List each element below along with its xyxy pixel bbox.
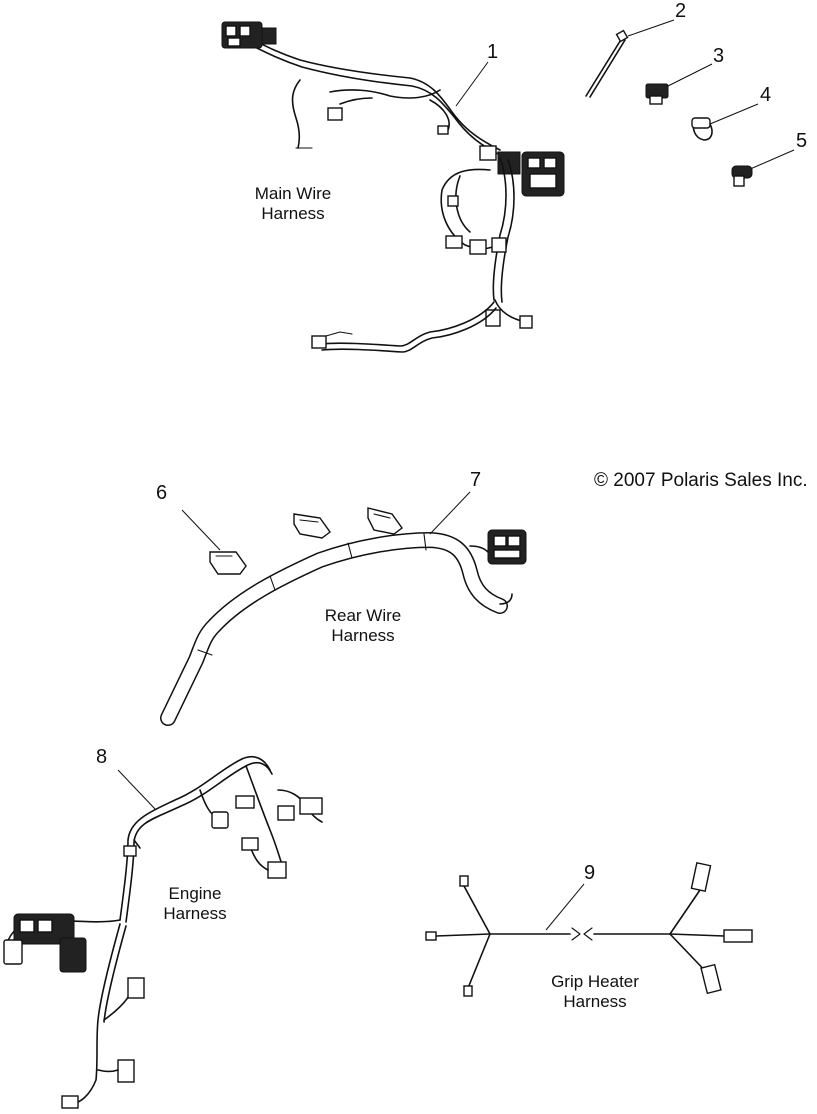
callout-4-leader [709,103,759,125]
engine-harness-label-line2: Harness [163,904,227,923]
main-wire-harness-label-line1: Main Wire [254,184,332,203]
callout-6-leader [181,509,221,551]
engine-harness-drawing [3,755,323,1109]
callout-2-leader [627,19,675,37]
rear-wire-harness-label: Rear Wire Harness [307,606,419,646]
callout-5: 5 [796,130,808,152]
callout-1-leader [455,61,489,107]
callout-9: 9 [584,862,596,884]
callout-2: 2 [675,0,687,22]
main-wire-harness-drawing [221,21,565,353]
callout-8: 8 [96,746,108,768]
grip-heater-harness-label-line1: Grip Heater [551,972,639,991]
connector-3-drawing [645,83,669,105]
callout-9-leader [545,883,585,931]
rear-wire-harness-label-line2: Harness [331,626,395,645]
rear-wire-harness-label-line1: Rear Wire [324,606,402,625]
callout-5-leader [747,149,795,171]
callout-3: 3 [713,45,725,67]
main-wire-harness-label-line2: Harness [261,204,325,223]
grip-heater-harness-label-line2: Harness [563,992,627,1011]
callout-3-leader [667,63,713,87]
callout-7-leader [429,491,471,535]
copyright-notice: © 2007 Polaris Sales Inc. [594,470,808,491]
callout-6: 6 [156,482,168,504]
callout-7: 7 [470,469,482,491]
callout-4: 4 [760,84,772,106]
grip-heater-harness-label: Grip Heater Harness [530,972,660,1012]
grip-heater-harness-drawing [425,861,753,997]
cable-tie-drawing [585,29,629,98]
rear-wire-harness-drawing [160,529,527,726]
callout-8-leader [117,769,157,811]
connector-covers-6-drawing [209,507,403,575]
engine-harness-label-line1: Engine [168,884,222,903]
engine-harness-label: Engine Harness [150,884,240,924]
main-wire-harness-label: Main Wire Harness [238,184,348,224]
clip-4-drawing [691,117,713,141]
callout-1: 1 [487,41,499,63]
clip-5-drawing [731,165,753,187]
